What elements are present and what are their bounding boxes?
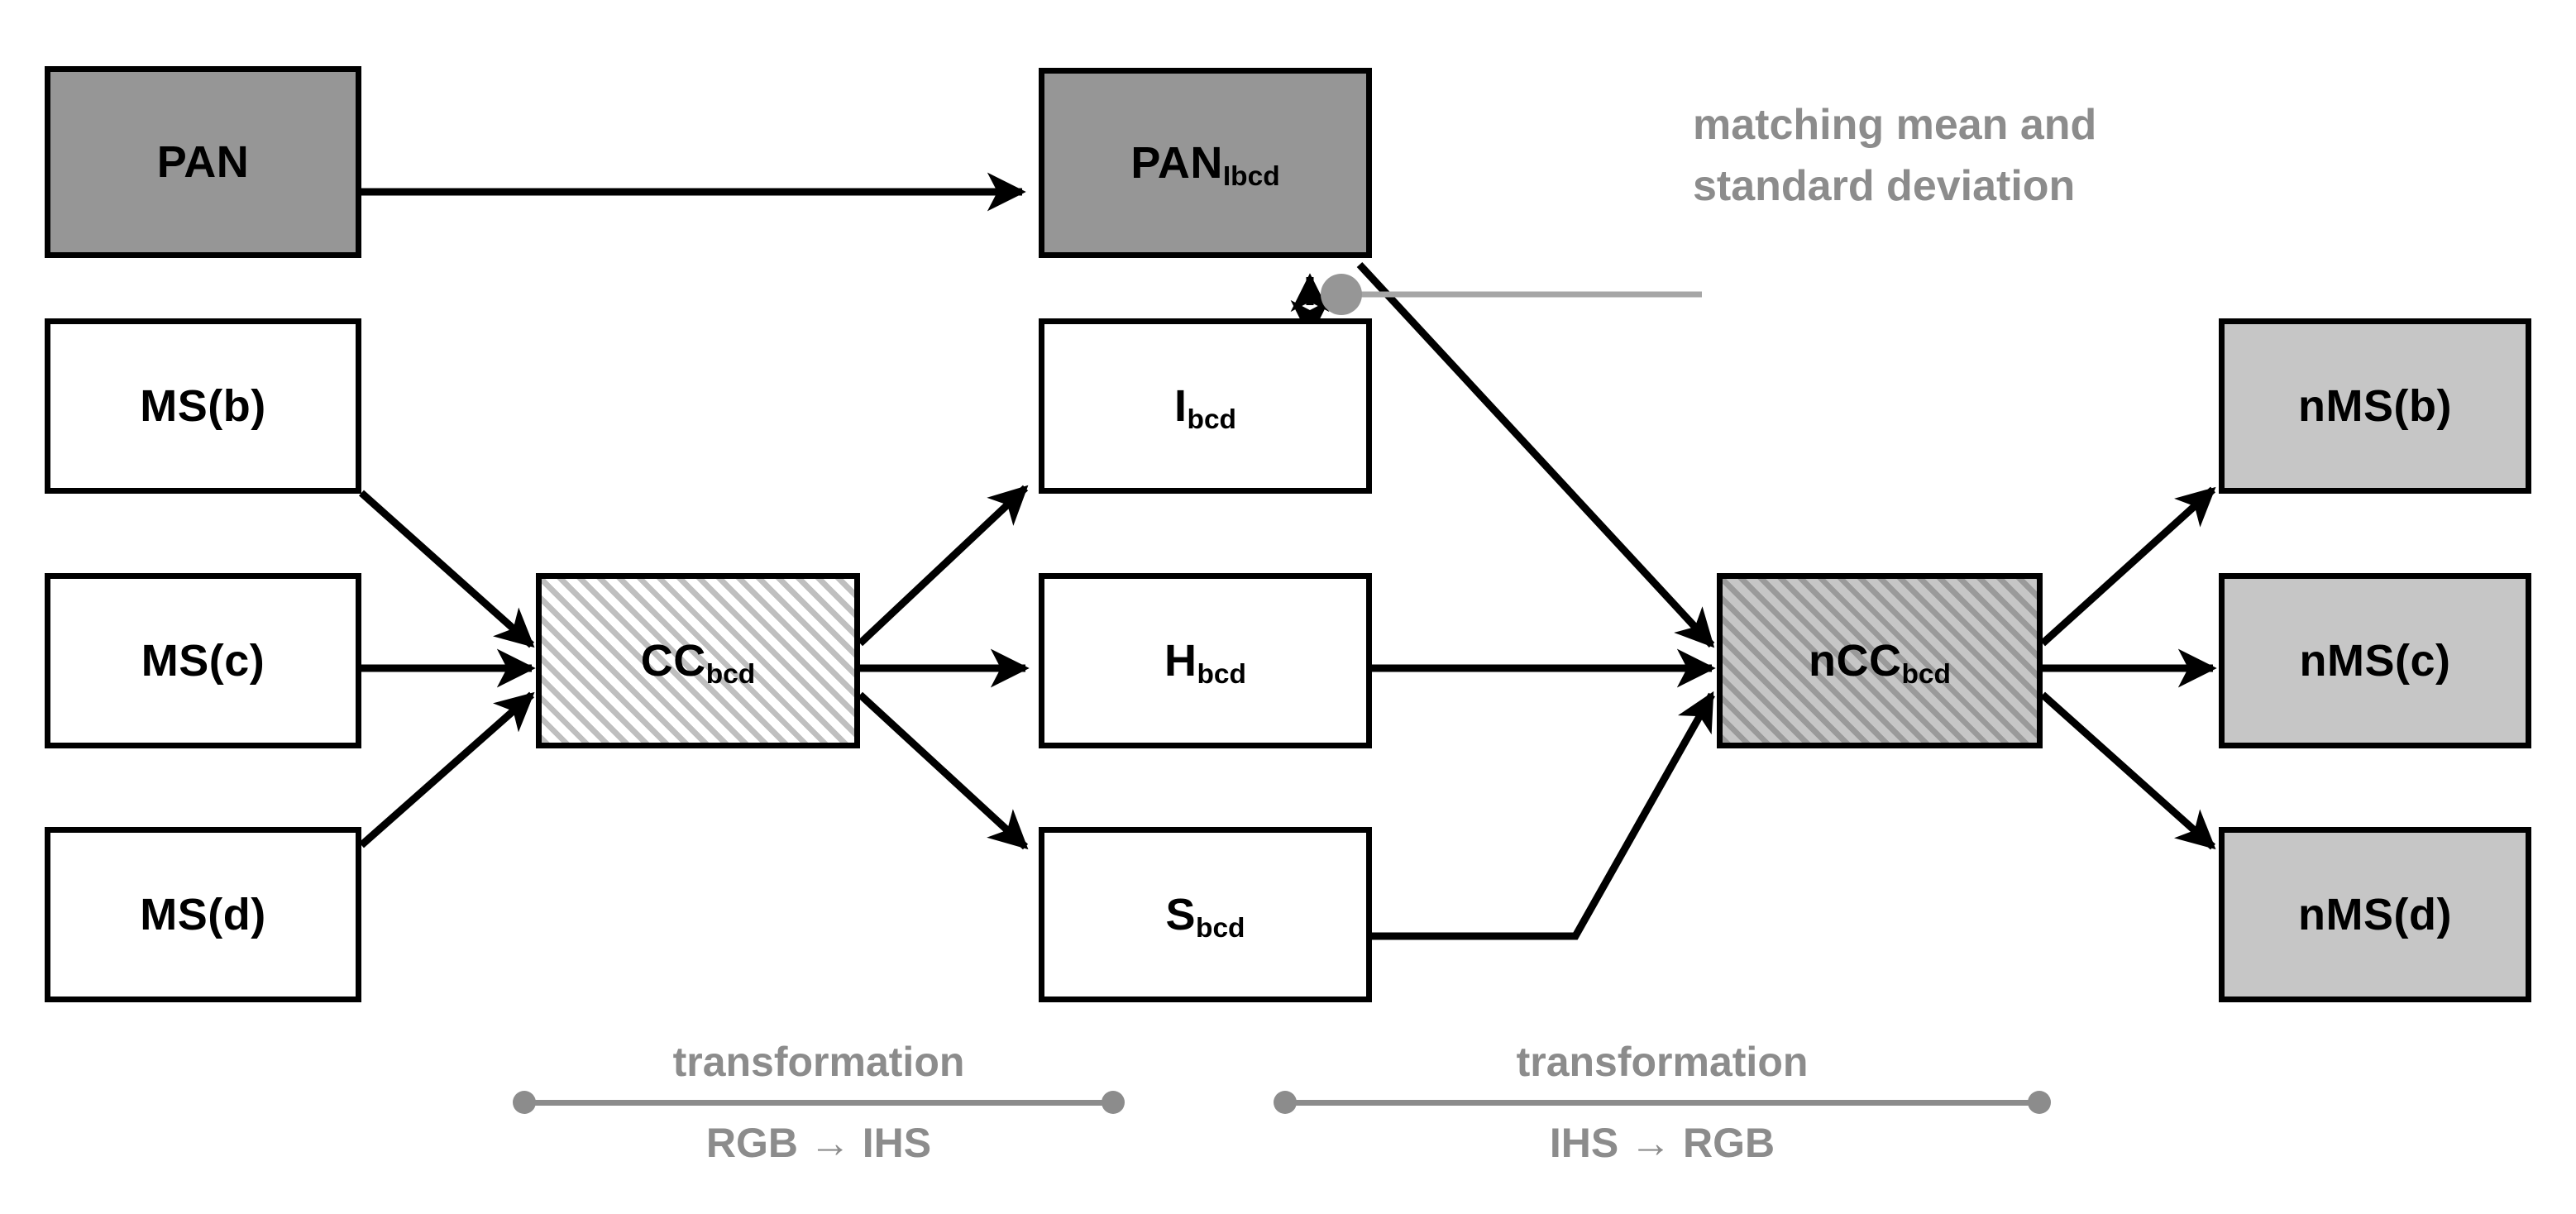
wire-sbcd-to-ncc	[1372, 691, 1715, 940]
node-nms-d-label: nMS(d)	[2298, 890, 2452, 939]
node-s-bcd-label: Sbcd	[1165, 890, 1245, 944]
legend-ihs-to-rgb-bar	[1274, 1091, 2051, 1114]
legend-rail	[524, 1100, 1113, 1106]
node-pan-ibcd-label: PANIbcd	[1130, 138, 1280, 193]
wire-msd-to-cc	[359, 691, 535, 848]
legend-rgb-to-ihs-subtitle: RGB → IHS	[705, 1120, 932, 1166]
legend-rgb-to-ihs-bar	[513, 1091, 1125, 1114]
node-ms-c[interactable]: MS(c)	[45, 573, 361, 748]
legend-rgb-to-ihs: transformation RGB → IHS	[513, 1038, 1125, 1167]
node-ncc-bcd[interactable]: nCCbcd	[1717, 573, 2043, 748]
node-pan-ibcd[interactable]: PANIbcd	[1039, 68, 1372, 258]
node-nms-c[interactable]: nMS(c)	[2219, 573, 2531, 748]
node-ms-d[interactable]: MS(d)	[45, 827, 361, 1002]
legend-dot-right-icon	[1102, 1091, 1125, 1114]
node-i-bcd-subscript: bcd	[1187, 404, 1237, 436]
node-i-bcd-label: Ibcd	[1173, 381, 1237, 436]
node-ms-d-label: MS(d)	[140, 890, 266, 939]
node-nms-b[interactable]: nMS(b)	[2219, 318, 2531, 494]
node-h-bcd-label: Hbcd	[1164, 636, 1246, 691]
callout-anchor-dot	[1321, 274, 1362, 315]
node-ncc-bcd-subscript: bcd	[1901, 659, 1951, 691]
node-nms-b-label: nMS(b)	[2298, 381, 2452, 431]
legend-rail	[1285, 1100, 2039, 1106]
node-pan-label: PAN	[156, 137, 250, 187]
callout-annotation: matching mean and standard deviation	[1693, 95, 2096, 217]
node-ms-b-label: MS(b)	[140, 381, 266, 431]
node-cc-bcd-subscript: bcd	[705, 659, 756, 691]
node-ncc-bcd-label: nCCbcd	[1809, 636, 1951, 691]
node-s-bcd[interactable]: Sbcd	[1039, 827, 1372, 1002]
wire-cc-to-ibcd	[857, 485, 1029, 647]
node-ms-b[interactable]: MS(b)	[45, 318, 361, 494]
wire-msb-to-cc	[359, 490, 535, 648]
legend-rgb-to-ihs-title: transformation	[672, 1039, 965, 1085]
callout-annotation-line-1: matching mean and	[1693, 101, 2097, 149]
legend-ihs-to-rgb: transformation IHS → RGB	[1274, 1038, 2051, 1167]
wire-cc-to-sbcd	[857, 691, 1029, 850]
node-pan-ibcd-subscript: Ibcd	[1222, 161, 1280, 193]
node-ms-c-label: MS(c)	[141, 636, 265, 686]
wire-ncc-to-nmsb	[2039, 486, 2216, 647]
node-cc-bcd-label: CCbcd	[640, 636, 756, 691]
node-cc-bcd[interactable]: CCbcd	[536, 573, 860, 748]
node-h-bcd[interactable]: Hbcd	[1039, 573, 1372, 748]
legend-ihs-to-rgb-subtitle: IHS → RGB	[1549, 1120, 1775, 1166]
node-nms-d[interactable]: nMS(d)	[2219, 827, 2531, 1002]
node-nms-c-label: nMS(c)	[2299, 636, 2451, 686]
legend-dot-right-icon	[2028, 1091, 2051, 1114]
wire-panibcd-to-ncc	[1356, 261, 1715, 648]
node-h-bcd-subscript: bcd	[1197, 659, 1246, 691]
node-i-bcd[interactable]: Ibcd	[1039, 318, 1372, 494]
legend-ihs-to-rgb-title: transformation	[1516, 1039, 1809, 1085]
node-pan[interactable]: PAN	[45, 66, 361, 258]
wire-ncc-to-nmsd	[2040, 691, 2216, 850]
node-s-bcd-subscript: bcd	[1196, 913, 1245, 944]
callout-annotation-line-2: standard deviation	[1693, 161, 2076, 210]
